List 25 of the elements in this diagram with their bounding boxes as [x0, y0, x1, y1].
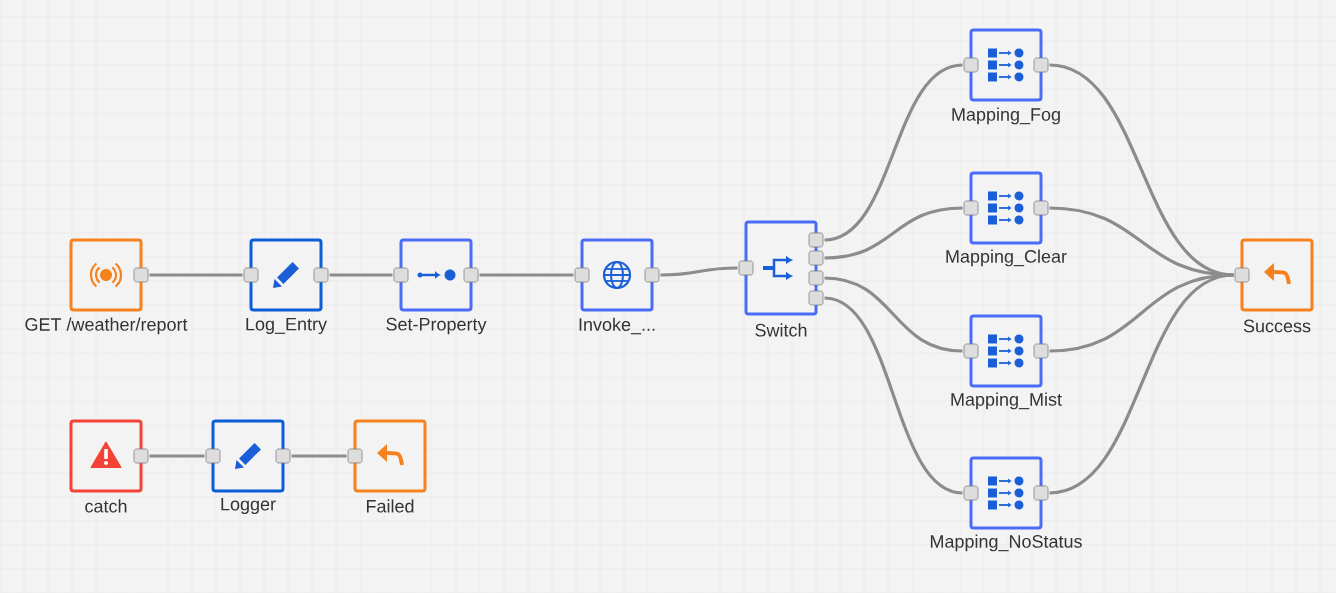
connector-line: [149, 273, 243, 277]
connector-line: [1049, 273, 1234, 495]
node-label: Mapping_NoStatus: [930, 534, 1082, 552]
connector-line: [824, 63, 963, 242]
node-label: Mapping_Clear: [946, 249, 1067, 267]
connector-line: [824, 296, 963, 495]
node-label: Set-Property: [386, 317, 487, 335]
connector-line: [479, 273, 574, 277]
node-label: Mapping_Mist: [951, 392, 1062, 410]
node-label: Log_Entry: [246, 317, 327, 335]
connector-line: [824, 276, 963, 353]
connector-line: [291, 454, 347, 458]
node-label: Failed: [366, 499, 414, 513]
node-label: Logger: [221, 497, 276, 515]
connector-line: [1049, 273, 1234, 353]
connector-line: [329, 273, 393, 277]
node-label: Success: [1243, 319, 1311, 333]
node-label: Invoke_...: [579, 317, 655, 335]
connector-line: [149, 454, 205, 458]
node-label: Mapping_Fog: [952, 107, 1060, 125]
connector-line: [824, 206, 963, 260]
connector-line: [660, 266, 738, 277]
node-label: GET /weather/report: [25, 317, 188, 335]
node-label: Switch: [755, 323, 807, 337]
node-label: catch: [85, 499, 127, 513]
